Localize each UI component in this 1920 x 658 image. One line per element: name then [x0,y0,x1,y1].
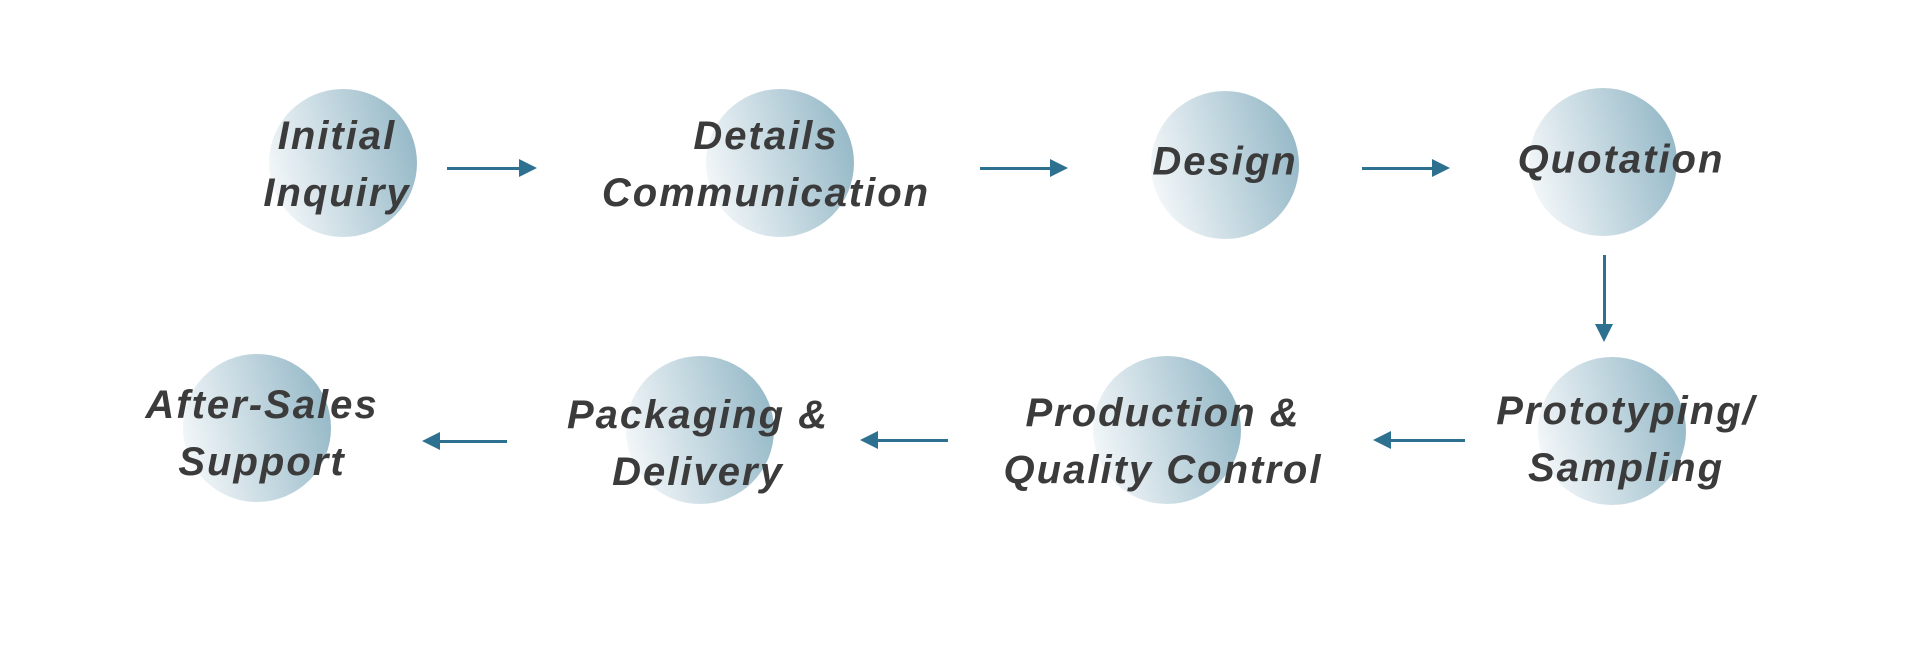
step-label-line: Support [178,440,346,484]
step-label: Production & Quality Control [1004,385,1323,499]
arrow-shaft [440,439,507,443]
step-label-line: Sampling [1527,446,1725,490]
step-circle-gradient [1151,91,1299,239]
step-label-line: Production & [1025,391,1301,435]
step-production-quality-control: Production & Quality Control [1004,356,1320,504]
step-circle-gradient [269,89,417,237]
arrow-head [860,431,878,449]
step-label: Packaging & Delivery [567,387,829,501]
step-label-line: Inquiry [263,171,411,215]
step-circle-gradient [183,354,331,502]
step-circle-gradient [1538,357,1686,505]
step-label-line: Delivery [612,450,784,494]
flow-arrow-left-icon [422,432,507,450]
step-label-line: Quotation [1517,137,1725,182]
arrow-shaft [980,166,1050,170]
step-label-line: Communication [601,171,931,215]
flow-arrow-right-icon [1362,159,1450,177]
step-after-sales-support: After-Sales Support [145,354,377,502]
step-label: Initial Inquiry [263,108,410,222]
flow-arrow-down-icon [1595,255,1613,342]
step-label-line: After-Sales [145,383,379,427]
step-label-line: Design [1152,139,1298,184]
flow-arrow-right-icon [980,159,1068,177]
step-design: Design [1151,91,1299,239]
arrow-shaft [1602,255,1606,324]
step-label-line: Initial [277,114,397,158]
step-label-line: Quality Control [1003,448,1323,492]
step-label: Prototyping/ Sampling [1496,383,1756,497]
arrow-head [1050,159,1068,177]
step-label-line: Details [693,114,839,158]
flow-arrow-left-icon [1373,431,1465,449]
step-details-communication: Details Communication [602,89,928,237]
arrow-head [1373,431,1391,449]
step-circle-gradient [706,89,854,237]
flow-arrow-left-icon [860,431,948,449]
arrow-shaft [1391,438,1465,442]
step-label: Design [1152,134,1297,191]
arrow-head [422,432,440,450]
arrow-head [519,159,537,177]
arrow-head [1595,324,1613,342]
step-label: After-Sales Support [145,377,378,491]
step-prototyping-sampling: Prototyping/ Sampling [1496,357,1754,505]
step-quotation: Quotation [1518,88,1722,236]
arrow-shaft [1362,166,1432,170]
step-circle-gradient [1093,356,1241,504]
step-initial-inquiry: Initial Inquiry [263,89,417,237]
step-circle-gradient [1529,88,1677,236]
step-label: Quotation [1518,132,1725,189]
flow-arrow-right-icon [447,159,537,177]
step-circle-gradient [626,356,774,504]
step-packaging-delivery: Packaging & Delivery [567,356,827,504]
step-label-line: Packaging & [566,393,830,437]
arrow-shaft [878,438,948,442]
step-label: Details Communication [602,108,930,222]
step-label-line: Prototyping/ [1496,389,1756,433]
arrow-head [1432,159,1450,177]
arrow-shaft [447,166,519,170]
